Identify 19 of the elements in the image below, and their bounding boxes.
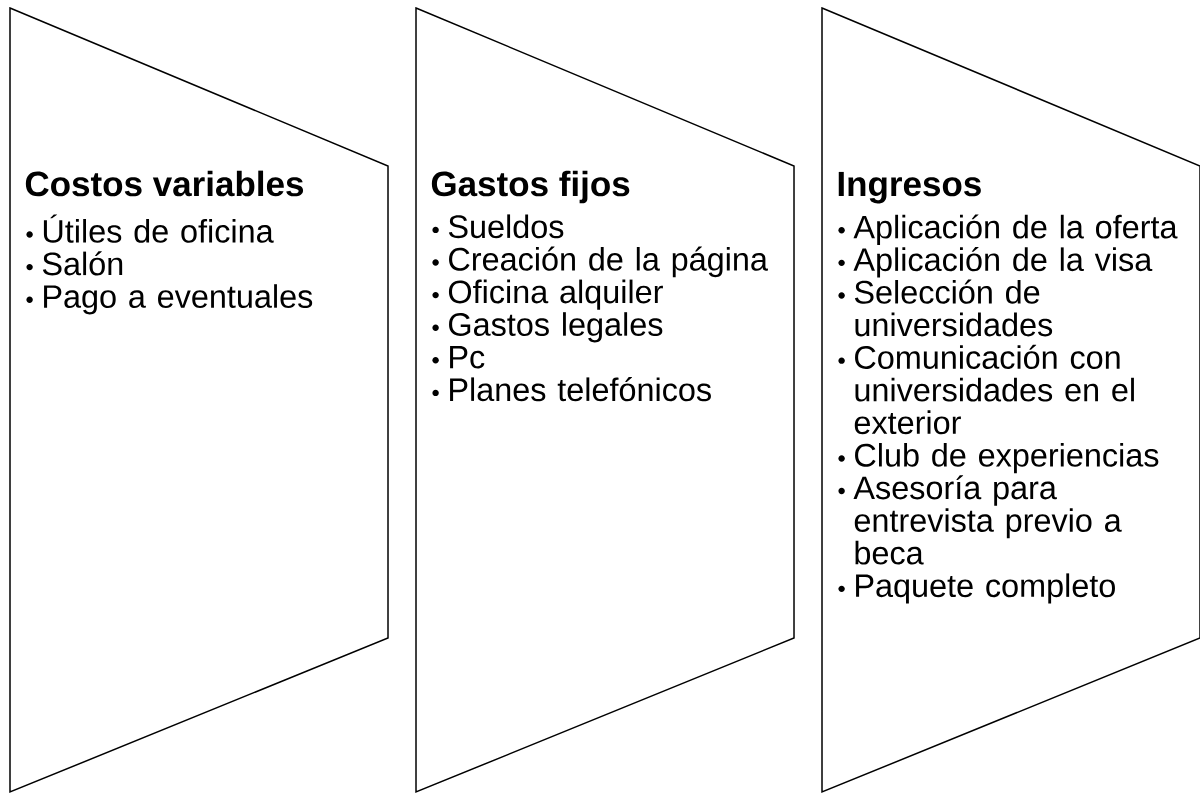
list-item: Asesoría para entrevista previo a beca	[838, 475, 1122, 565]
list-item: Salón	[26, 251, 123, 276]
list-item: Útiles de oficina	[26, 214, 274, 243]
list-item: Pc	[432, 346, 485, 369]
list-item: Comunicación con universidades en el exterior	[838, 344, 1134, 435]
list-item: Sueldos	[432, 214, 564, 239]
panel-heading: Gastos fijos	[431, 170, 630, 204]
list-item: Aplicación de la oferta	[838, 214, 1178, 245]
list-item: Selección de universidades	[838, 279, 1053, 337]
list-item: Creación de la página	[432, 246, 768, 278]
list-item: Gastos legales	[432, 312, 663, 343]
panel-heading: Costos variables	[25, 170, 304, 197]
list-item: Pago a eventuales	[26, 284, 313, 315]
list-item: Club de experiencias	[838, 442, 1159, 474]
list-item: Paquete completo	[838, 573, 1115, 604]
panel-heading: Ingresos	[838, 171, 981, 204]
list-item: Planes telefónicos	[432, 377, 711, 402]
list-item: Oficina alquiler	[432, 279, 663, 310]
list-item: Aplicación de la visa	[838, 247, 1153, 278]
